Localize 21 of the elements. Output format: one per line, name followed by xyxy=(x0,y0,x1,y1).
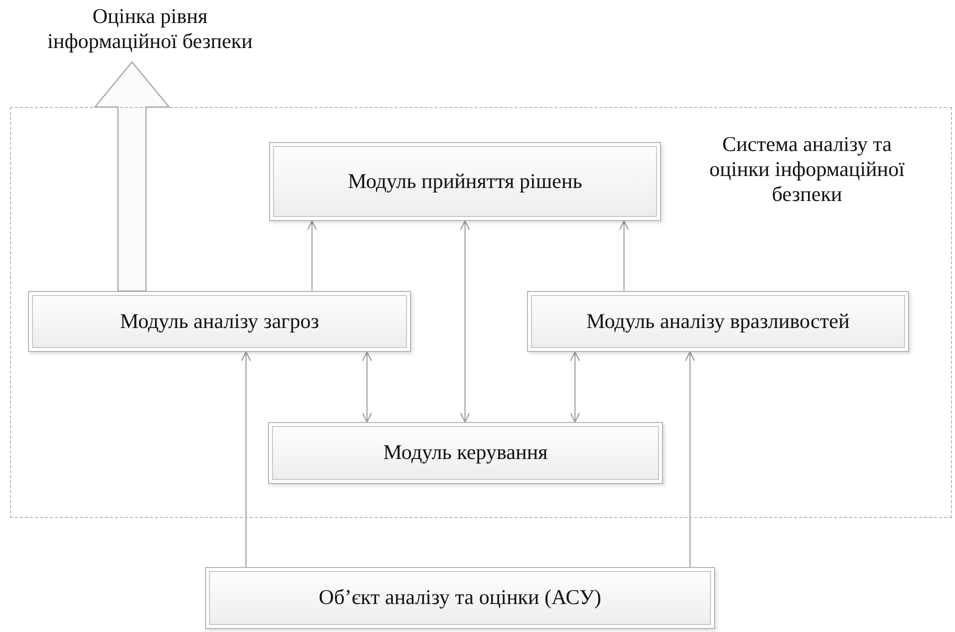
system-boundary xyxy=(10,107,952,518)
text-label: Оцінка рівня інформаційної безпеки xyxy=(30,4,270,62)
module-box xyxy=(28,291,411,352)
box-label: Модуль аналізу вразливостей xyxy=(586,308,850,334)
arrow xyxy=(306,220,318,292)
system-title: Система аналізу та оцінки інформаційної безпеки xyxy=(708,132,906,208)
block-arrow xyxy=(94,60,170,292)
box-label: Об’єкт аналізу та оцінки (АСУ) xyxy=(318,585,602,611)
box-label: Модуль керування xyxy=(383,440,548,466)
box-label: Модуль прийняття рішень xyxy=(348,168,582,194)
module-box xyxy=(527,291,909,352)
module-box xyxy=(269,142,661,221)
arrow xyxy=(460,220,470,423)
box-label: Модуль аналізу загроз xyxy=(120,308,320,334)
module-box xyxy=(268,422,663,484)
arrow xyxy=(684,351,696,568)
arrow xyxy=(618,220,630,292)
arrow xyxy=(362,351,372,423)
object-box xyxy=(205,567,715,629)
arrow xyxy=(240,351,252,568)
arrow xyxy=(570,351,580,423)
